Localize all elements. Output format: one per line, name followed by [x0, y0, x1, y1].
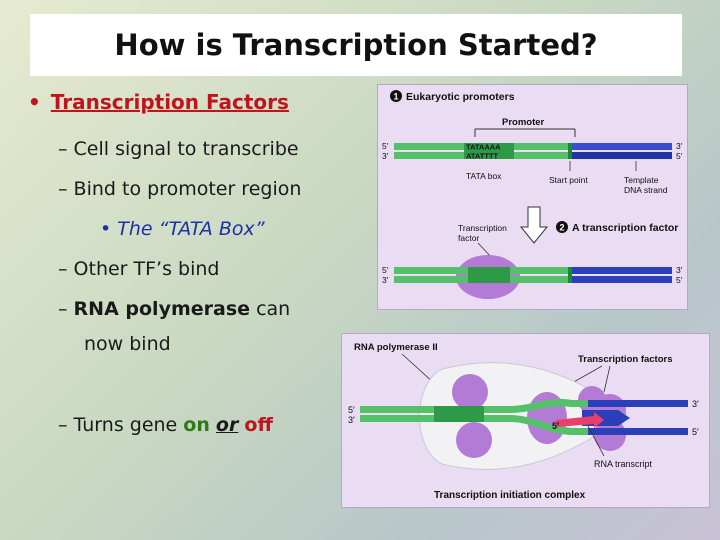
down-arrow-icon [519, 206, 549, 244]
sub4-rest: can [250, 298, 291, 320]
step1-badge-icon [390, 90, 402, 102]
rna-transcript-label: RNA transcript [594, 459, 653, 469]
sub5-on: on [183, 414, 210, 436]
strand2-5prime-right: 5′ [676, 275, 683, 285]
strand1-3prime-right: 3′ [676, 141, 683, 151]
fig2-3prime-right: 3′ [692, 399, 699, 409]
sub5-or: or [215, 414, 239, 436]
rna-polymerase-label: RNA polymerase II [354, 342, 438, 353]
bullet-sub-4-line2: now bind [84, 333, 171, 355]
fig2-5prime-right: 5′ [692, 427, 699, 437]
promoter-label: Promoter [502, 117, 545, 128]
strand2-5prime-left: 5′ [382, 265, 389, 275]
bullet-main: • Transcription Factors [28, 90, 289, 114]
bullet-sub-3: – Other TF’s bind [58, 258, 220, 280]
initiation-complex-label: Transcription initiation complex [434, 490, 586, 501]
start-point-label: Start point [549, 175, 588, 185]
fig2-5prime-left: 5′ [348, 405, 355, 415]
sub4-dash: – [58, 298, 74, 320]
sub4-bold: RNA polymerase [73, 298, 251, 320]
step2-badge-icon [556, 221, 568, 233]
bullet-subsub: •The “TATA Box” [100, 218, 265, 240]
bullet-sub-1: – Cell signal to transcribe [58, 138, 299, 160]
sub5-off: off [244, 414, 273, 436]
figure-promoters: 1 Eukaryotic promoters Promoter TATAAAA … [377, 84, 688, 310]
tata-box-label: TATA box [466, 171, 502, 181]
sub5-text: – Turns gene [58, 414, 184, 436]
bullet-sub-4: – RNA polymerase can [58, 298, 290, 320]
strand1-5prime-right: 5′ [676, 151, 683, 161]
step2-label: A transcription factor [572, 222, 678, 234]
strand1-5prime-left: 5′ [382, 141, 389, 151]
step2-number: 2 [559, 223, 564, 233]
initiation-complex-diagram: RNA polymerase II Transcription factors … [348, 342, 699, 501]
bullet-dot-icon: • [28, 90, 41, 114]
transcription-factors-label: Transcription factors [578, 354, 673, 365]
bullet-sub-2: – Bind to promoter region [58, 178, 302, 200]
rna-transcript-strand [556, 416, 594, 427]
tf-label: Transcription [458, 223, 507, 233]
strand2-3prime-left: 3′ [382, 275, 389, 285]
tf-label-2: factor [458, 233, 479, 243]
bullet-subsub-text: The “TATA Box” [117, 218, 265, 240]
template-label-2: DNA strand [624, 185, 668, 195]
title-box: How is Transcription Started? [30, 14, 682, 76]
step1-label: Eukaryotic promoters [406, 91, 515, 103]
subsub-dot-icon: • [100, 218, 112, 240]
fig2-5prime-mid: 5′ [552, 421, 559, 431]
figure-initiation-complex: RNA polymerase II Transcription factors … [341, 333, 710, 508]
fig2-3prime-left: 3′ [348, 415, 355, 425]
promoter-diagram: 1 Eukaryotic promoters Promoter TATAAAA … [382, 90, 683, 299]
tata-bottom-seq: ATATTTT [466, 152, 498, 161]
tata-top-seq: TATAAAA [466, 143, 501, 152]
slide-title: How is Transcription Started? [114, 28, 598, 62]
strand2-3prime-right: 3′ [676, 265, 683, 275]
bullet-sub-5: – Turns gene on or off [58, 414, 273, 436]
step1-number: 1 [393, 92, 398, 102]
strand1-3prime-left: 3′ [382, 151, 389, 161]
template-label: Template [624, 175, 659, 185]
bullet-main-text: Transcription Factors [50, 90, 289, 114]
